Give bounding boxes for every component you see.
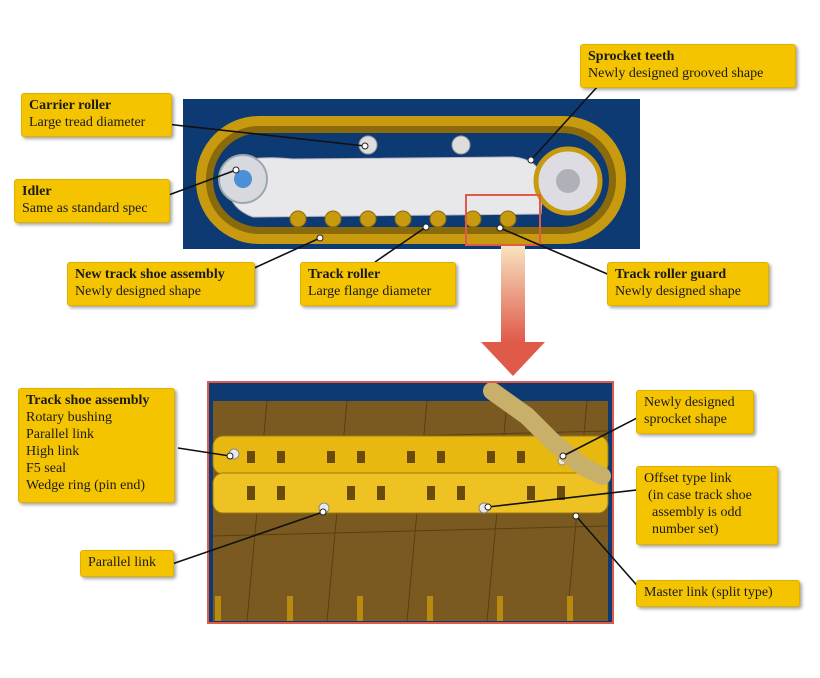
callout-carrier-roller: Carrier roller Large tread diameter	[21, 93, 172, 137]
callout-idler: Idler Same as standard spec	[14, 179, 170, 223]
assembly-item: Rotary bushing	[26, 410, 112, 425]
callout-track-shoe-assembly: Track shoe assembly Rotary bushing Paral…	[18, 388, 175, 503]
assembly-item: High link	[26, 444, 80, 459]
assembly-item: Wedge ring (pin end)	[26, 478, 145, 493]
callout-master-link: Master link (split type)	[636, 580, 800, 607]
zoom-arrow	[481, 246, 545, 376]
sprocket-chain	[483, 382, 611, 485]
callout-sprocket-teeth: Sprocket teeth Newly designed grooved sh…	[580, 44, 796, 88]
callout-subtitle: Newly designed shape	[75, 284, 201, 299]
callout-track-roller: Track roller Large flange diameter	[300, 262, 456, 306]
assembly-item: F5 seal	[26, 461, 67, 476]
callout-label: Parallel link	[88, 555, 157, 570]
assembly-item: Parallel link	[26, 427, 95, 442]
callout-newly-designed-sprocket: Newly designed sprocket shape	[636, 390, 754, 434]
callout-title: Sprocket teeth	[588, 49, 675, 64]
detail-frame	[207, 381, 614, 624]
callout-subtitle: Newly designed shape	[615, 284, 741, 299]
callout-line: number set)	[652, 522, 719, 537]
callout-track-roller-guard: Track roller guard Newly designed shape	[607, 262, 769, 306]
callout-line: sprocket shape	[644, 412, 727, 427]
callout-parallel-link: Parallel link	[80, 550, 174, 577]
callout-title: Carrier roller	[29, 98, 112, 113]
callout-title: New track shoe assembly	[75, 267, 225, 282]
highlight-box	[465, 194, 541, 246]
track-detail-illustration	[207, 381, 614, 624]
callout-label: Master link (split type)	[644, 585, 773, 600]
callout-subtitle: Same as standard spec	[22, 201, 148, 216]
carrier-roller-2	[451, 135, 471, 155]
callout-subtitle: Newly designed grooved shape	[588, 66, 764, 81]
callout-title: Track roller guard	[615, 267, 727, 282]
callout-offset-type-link: Offset type link (in case track shoe ass…	[636, 466, 778, 545]
callout-title: Track shoe assembly	[26, 393, 150, 408]
callout-title: Idler	[22, 184, 52, 199]
callout-title: Track roller	[308, 267, 381, 282]
callout-line: assembly is odd	[652, 505, 742, 520]
callout-subtitle: Large tread diameter	[29, 115, 146, 130]
callout-new-track-shoe: New track shoe assembly Newly designed s…	[67, 262, 255, 306]
callout-line: Offset type link	[644, 471, 732, 486]
callout-line: (in case track shoe	[648, 488, 752, 503]
callout-subtitle: Large flange diameter	[308, 284, 432, 299]
callout-line: Newly designed	[644, 395, 735, 410]
track-roller	[289, 210, 307, 228]
